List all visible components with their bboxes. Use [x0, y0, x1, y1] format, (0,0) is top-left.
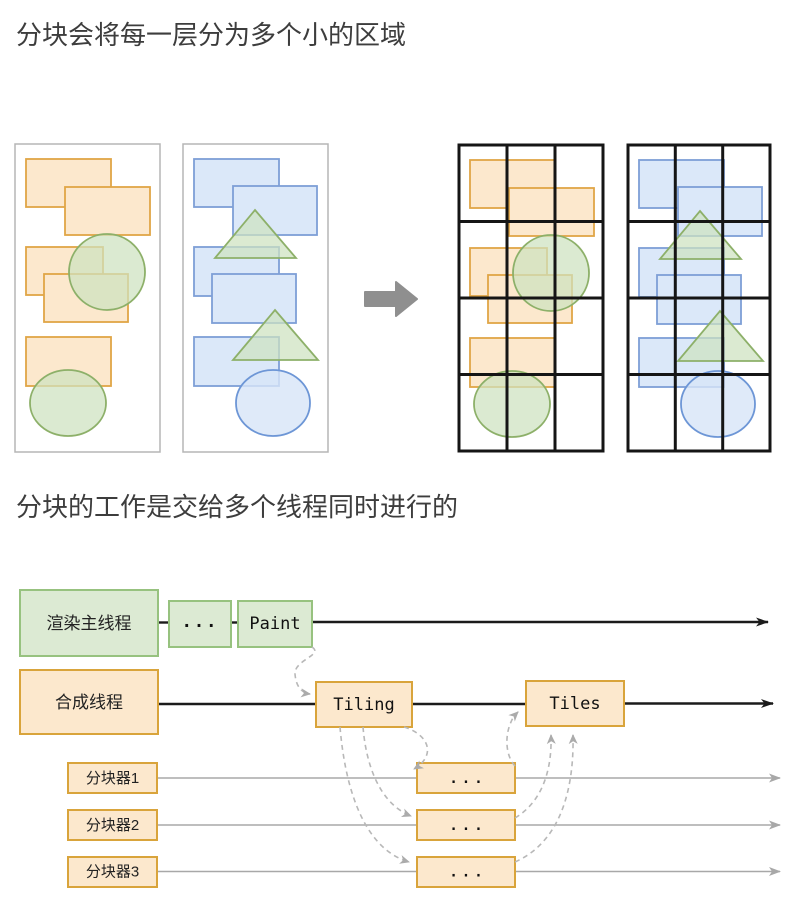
tiler-1-task-box [416, 762, 516, 794]
thread-timeline-figure: 渲染主线程 ... Paint 合成线程 Tiling Tiles 分块器1 .… [19, 589, 781, 888]
tiling-event-label: Tiling [333, 695, 394, 715]
tiler-3-task-label: ... [449, 865, 486, 881]
heading-multi-thread: 分块的工作是交给多个线程同时进行的 [16, 492, 459, 522]
tiler-2-label: 分块器2 [86, 817, 139, 834]
tiler-2-task-label: ... [449, 818, 486, 834]
connector-tiling-to-tiler-3 [339, 726, 410, 864]
compositor-thread-box [19, 669, 159, 735]
tiler-3-label: 分块器3 [86, 864, 139, 881]
tiler-2-task-box [416, 809, 516, 841]
tiler-1-box [67, 762, 158, 794]
ellipsis-event-label: ... [182, 612, 219, 632]
connector-tiling-to-tiler-2 [362, 726, 412, 817]
tiler-3-box [67, 856, 158, 888]
paint-event-box [237, 600, 313, 648]
thread-row-tiler-1: 分块器1 ... [67, 762, 781, 794]
dashed-connectors [294, 646, 578, 864]
ellipsis-event-box [168, 600, 232, 648]
compositor-thread-label: 合成线程 [55, 693, 123, 712]
tiling-event-box [315, 681, 413, 728]
tiler-1-label: 分块器1 [86, 770, 139, 787]
connector-tiler-3-to-tiles [514, 734, 578, 863]
main-thread-box [19, 589, 159, 657]
paint-event-label: Paint [249, 614, 300, 634]
tile-grid-1 [457, 143, 605, 453]
thread-row-tiler-2: 分块器2 ... [67, 809, 781, 841]
connector-tiler-2-to-tiles [514, 734, 556, 819]
tiler-1-task-label: ... [449, 771, 486, 787]
main-thread-label: 渲染主线程 [47, 614, 132, 633]
heading-tiling-regions: 分块会将每一层分为多个小的区域 [16, 20, 407, 50]
right-arrow-icon [364, 281, 418, 317]
layers-tiling-figure [14, 143, 772, 453]
connector-tiler-1-to-tiles [506, 711, 519, 767]
thread-row-compositor: 合成线程 Tiling Tiles [19, 669, 774, 735]
thread-row-tiler-3: 分块器3 ... [67, 856, 781, 888]
tiles-event-box [525, 680, 625, 727]
connector-paint-to-tiling [294, 646, 316, 698]
connector-tiling-to-tiler-1 [403, 726, 429, 770]
tiler-3-task-box [416, 856, 516, 888]
thread-row-main: 渲染主线程 ... Paint [19, 589, 769, 657]
tiler-2-box [67, 809, 158, 841]
tile-grid-2 [626, 143, 772, 453]
tiles-event-label: Tiles [549, 694, 600, 714]
